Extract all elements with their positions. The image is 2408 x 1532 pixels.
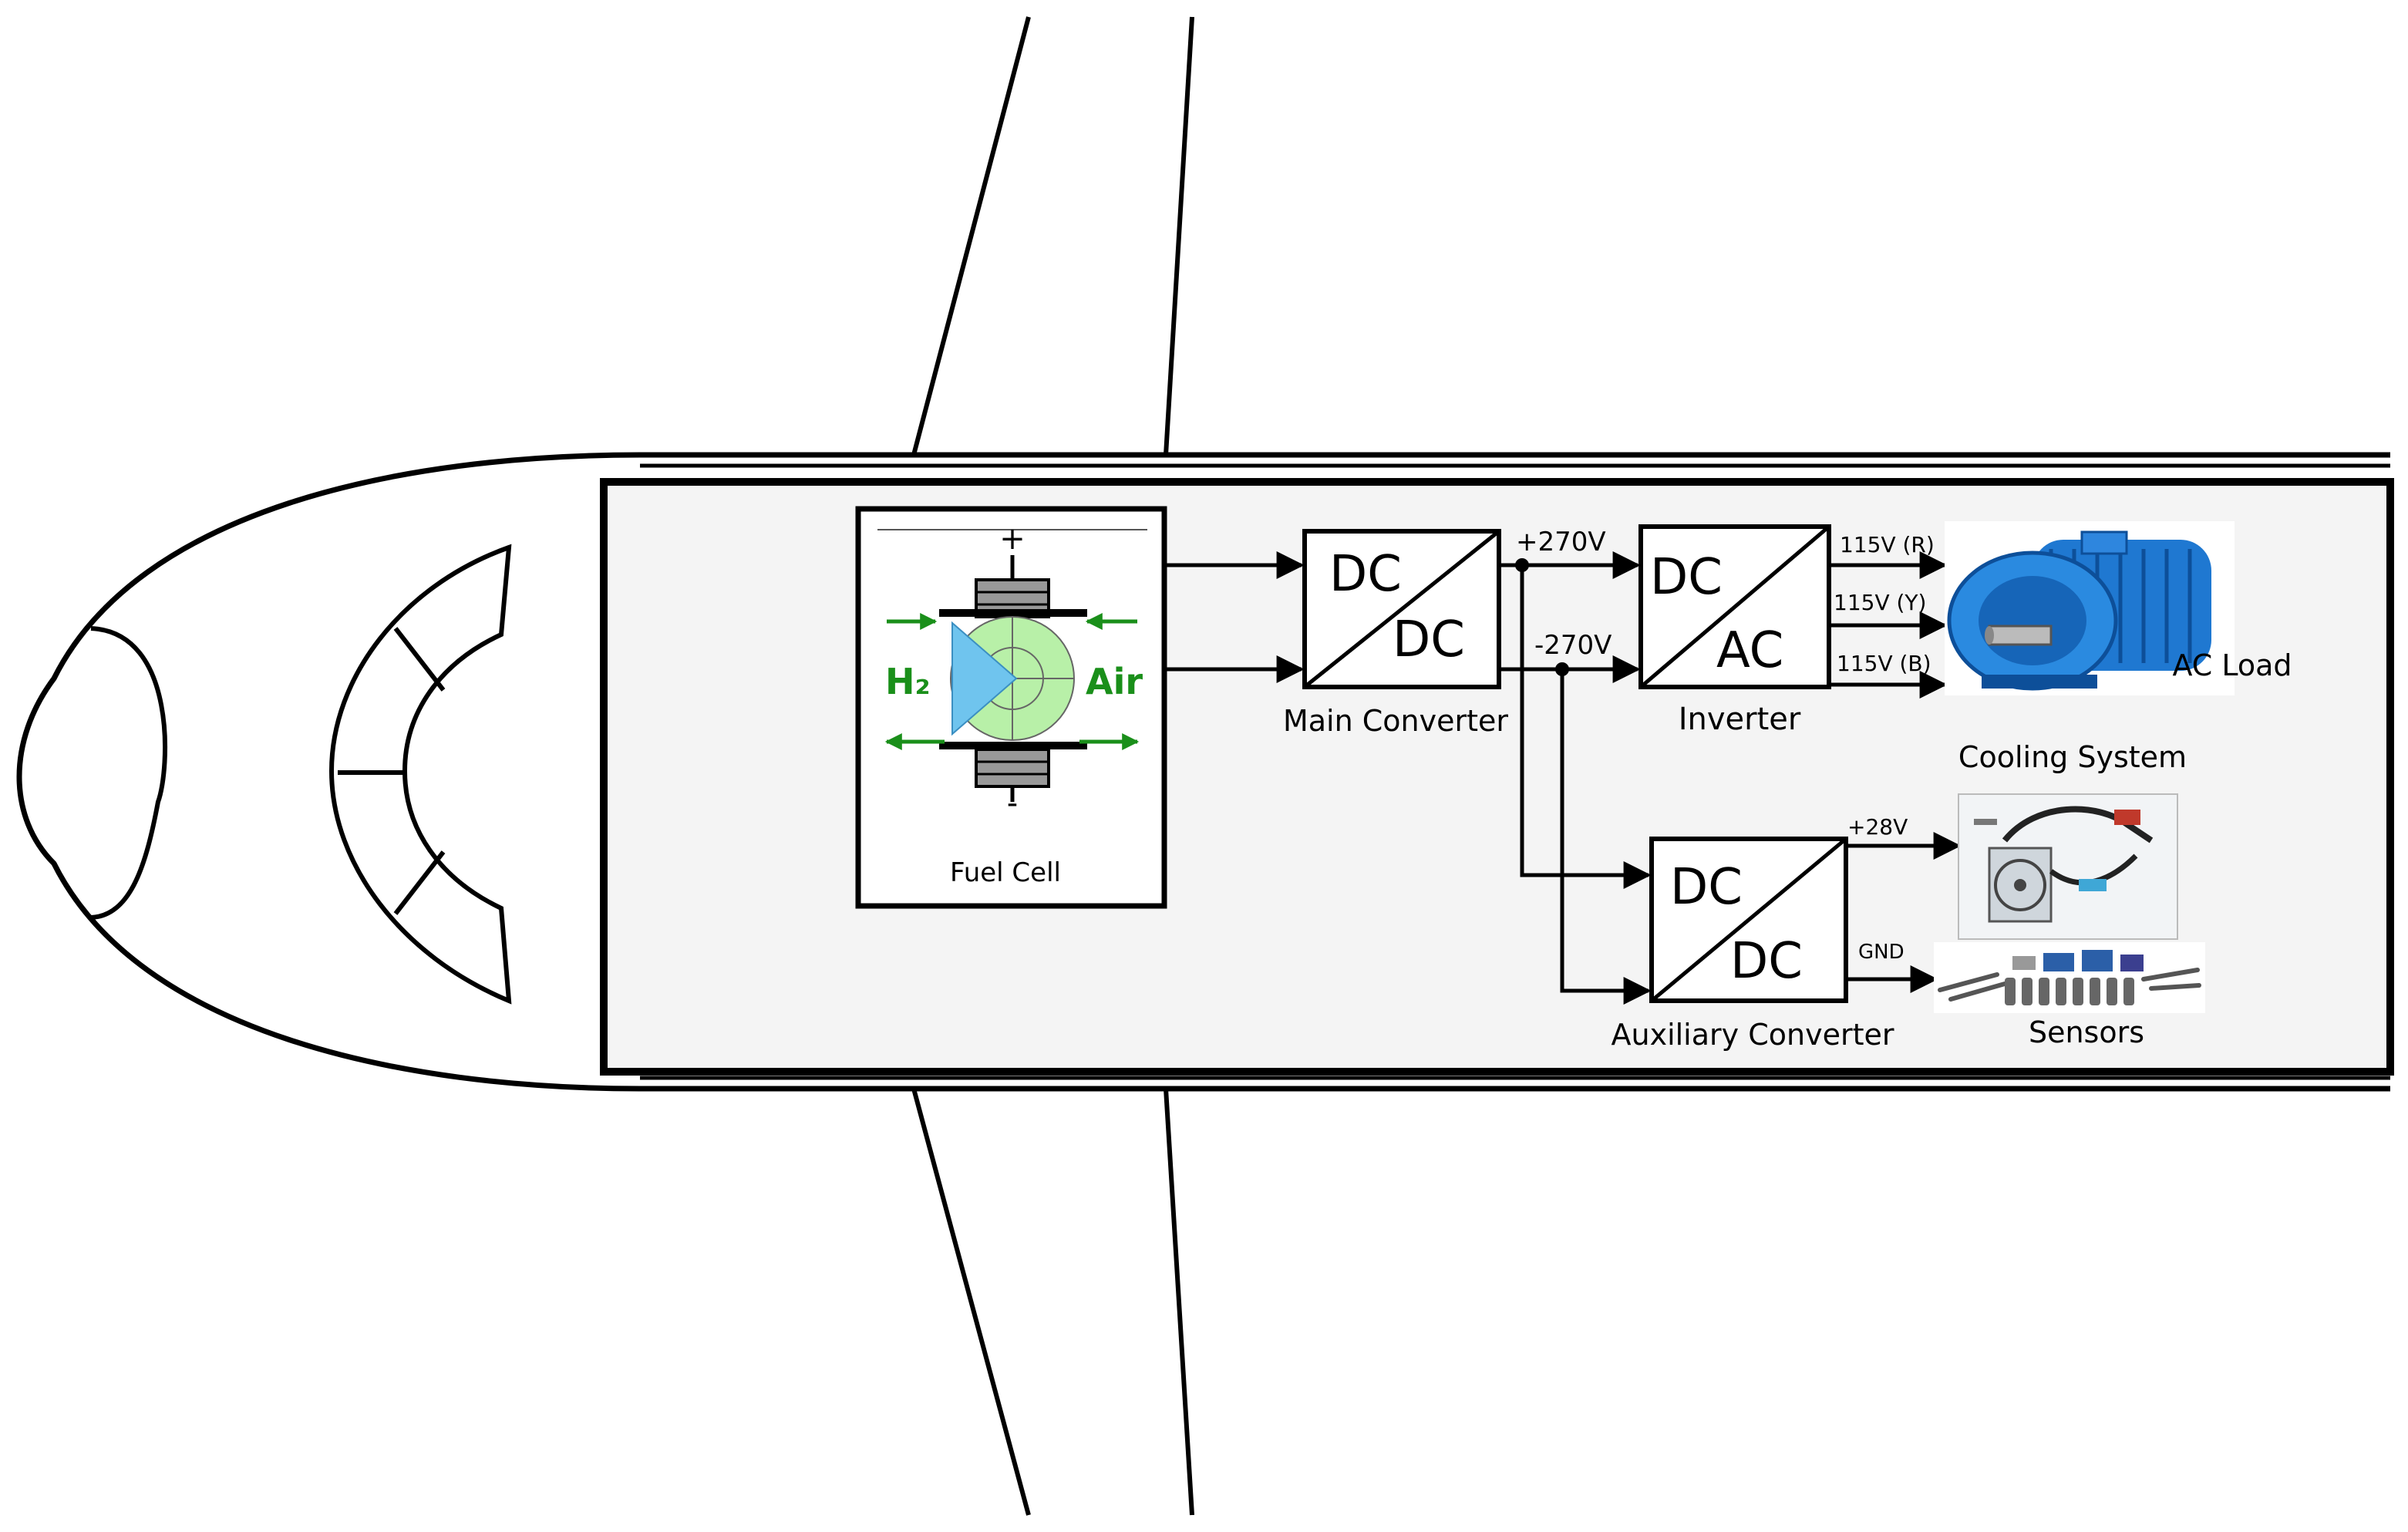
air-label: Air (1086, 661, 1143, 702)
lower-wing (911, 1088, 1194, 1516)
main-converter-out: DC (1393, 611, 1465, 668)
fuel-cell-block: + - H₂ Air Fuel Cell (855, 506, 1167, 909)
aircraft-outline (16, 16, 2390, 1516)
ac-load-motor (1945, 521, 2235, 695)
inverter-out: AC (1716, 622, 1783, 679)
bus-positive-label: +270V (1516, 527, 1606, 557)
aux-converter-label: Auxiliary Converter (1612, 1018, 1894, 1052)
main-converter-block: DC DC Main Converter (1283, 529, 1508, 738)
ac-load-label: AC Load (2172, 648, 2292, 682)
ac-output-y-label: 115V (Y) (1834, 590, 1926, 615)
hydrogen-label: H₂ (885, 661, 931, 702)
fuel-cell-plus: + (999, 521, 1026, 557)
aux-converter-out: DC (1730, 933, 1803, 990)
aux-converter-block: DC DC Auxiliary Converter (1612, 837, 1894, 1052)
cockpit-seats (328, 544, 512, 1005)
wiring (1164, 551, 1962, 1005)
fuel-cell-label: Fuel Cell (950, 857, 1061, 888)
bus-negative-label: -270V (1534, 630, 1612, 661)
upper-wing (911, 16, 1194, 456)
main-converter-in: DC (1329, 546, 1402, 603)
cooling-system-image (1958, 793, 2178, 940)
sensors-label: Sensors (2029, 1015, 2144, 1049)
aux-positive-label: +28V (1847, 814, 1908, 840)
fuselage-inner-line (640, 463, 2390, 1080)
aux-ground-label: GND (1858, 941, 1905, 964)
inverter-block: DC AC Inverter (1638, 524, 1831, 737)
cooling-system-label: Cooling System (1958, 740, 2187, 774)
main-converter-label: Main Converter (1283, 704, 1508, 738)
inverter-in: DC (1650, 549, 1723, 606)
hydrogen-triangle (951, 621, 1018, 736)
cockpit-windshield (90, 626, 168, 920)
ac-output-b-label: 115V (B) (1837, 651, 1931, 676)
ac-output-r-label: 115V (R) (1840, 532, 1935, 557)
fuel-cell-bottom-stack (939, 742, 1087, 802)
inverter-label: Inverter (1679, 702, 1801, 737)
sensors-image (1934, 942, 2205, 1013)
fuel-cell-minus: - (1007, 786, 1018, 821)
fuel-cell-top-stack (939, 555, 1087, 618)
aux-converter-in: DC (1670, 859, 1743, 916)
fuselage (16, 452, 2390, 1092)
